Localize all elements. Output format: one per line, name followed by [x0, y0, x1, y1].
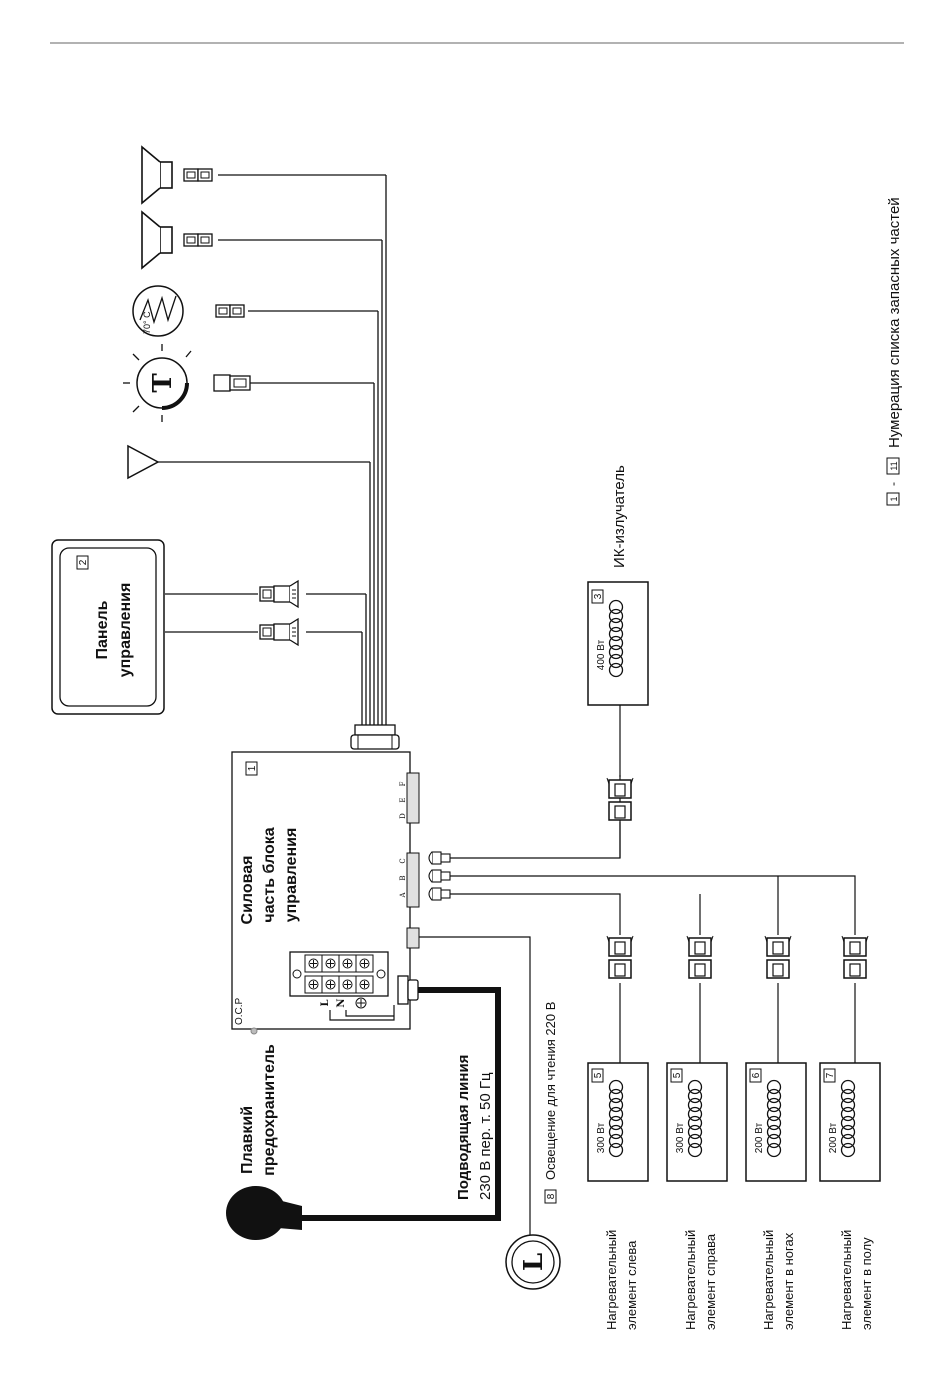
heater-label-line1: Нагревательный	[604, 1230, 619, 1330]
supply-label-line2: 230 В пер. т. 50 Гц	[477, 1072, 494, 1200]
cable-gland	[350, 724, 400, 750]
socket-letter-e: E	[399, 797, 407, 802]
heater-power: 300 Вт	[675, 1122, 686, 1153]
legend: 1 - 11 Нумерация списка запасных частей	[886, 197, 903, 506]
heater-label-line2: элемент справа	[703, 1233, 718, 1330]
heater-label-line1: Нагревательный	[839, 1230, 854, 1330]
reading-light-part-number: 8	[546, 1193, 557, 1199]
unit-part-number: 1	[247, 765, 258, 771]
connector-icon	[183, 168, 213, 182]
reading-light-label: Освещение для чтения 220 В	[543, 1002, 558, 1180]
heater-label-line2: элемент слева	[624, 1240, 639, 1330]
heater-part-number: 7	[825, 1072, 836, 1078]
socket-letter-d: D	[399, 813, 407, 819]
timer-letter: T	[148, 373, 178, 393]
heater-part-number: 5	[593, 1072, 604, 1078]
heater-power: 200 Вт	[754, 1122, 765, 1153]
heater-part-number: 6	[751, 1072, 762, 1078]
lamp-letter: L	[519, 1253, 549, 1271]
legend-to: 11	[889, 461, 899, 470]
heater-element-floor: 200 Вт 7	[819, 1062, 881, 1182]
wire-bundle	[158, 174, 387, 725]
heater-part-number: 5	[672, 1072, 683, 1078]
ground-icon	[355, 997, 367, 1009]
socket-letter-c: C	[399, 858, 407, 863]
legend-sep: -	[886, 482, 900, 486]
panel-part-number: 2	[78, 559, 89, 565]
heater-label-line1: Нагревательный	[683, 1230, 698, 1330]
socket-plug-icon	[428, 887, 451, 901]
fuse-label-line1: Плавкий	[239, 1106, 256, 1174]
antenna-icon	[127, 444, 160, 480]
heater-connector-icon	[841, 935, 869, 979]
socket-letter-f: F	[399, 781, 407, 786]
control-unit: 1 Силовая часть блока управления O.C.P	[231, 751, 420, 1035]
connector-icon	[183, 233, 213, 247]
heater-power: 300 Вт	[596, 1122, 607, 1153]
socket-plug-icon	[428, 851, 451, 865]
heater-connector-icon	[686, 935, 714, 979]
socket-letter-b: B	[399, 875, 407, 880]
fuse-dot	[250, 1027, 258, 1035]
legend-text: Нумерация списка запасных частей	[886, 197, 903, 448]
speaker-icon	[141, 146, 173, 204]
heater-element-left: 300 Вт 5	[587, 1062, 649, 1182]
supply-label-line1: Подводящая линия	[455, 1055, 472, 1200]
timer-icon: T	[123, 344, 192, 422]
panel-label-line1: Панель	[94, 600, 111, 659]
socket-plug-icon	[428, 869, 451, 883]
heater-label-line2: элемент в ногах	[781, 1232, 796, 1330]
terminal-block	[289, 951, 389, 997]
unit-label-line3: управления	[283, 828, 300, 923]
socket-letter-a: A	[399, 892, 407, 899]
heater-label-line2: элемент в полу	[859, 1237, 874, 1330]
ir-power: 400 Вт	[596, 639, 607, 670]
panel-label-line2: управления	[117, 583, 134, 678]
control-panel: 2 Панель управления	[51, 539, 165, 715]
heater-element-right: 300 Вт 5	[666, 1062, 728, 1182]
temperature-sensor-icon: 70° C	[132, 285, 184, 337]
ir-part-number: 3	[593, 593, 604, 599]
connector-icon	[213, 374, 251, 392]
ir-emitter: 400 Вт 3	[587, 581, 649, 706]
reading-light-part-box	[544, 1189, 557, 1204]
fuse-label-line2: предохранитель	[261, 1044, 278, 1176]
heater-label-line1: Нагревательный	[761, 1230, 776, 1330]
heater-element-feet: 200 Вт 6	[745, 1062, 807, 1182]
power-plug-icon	[226, 1186, 302, 1240]
cable-gland-supply	[397, 975, 419, 1005]
reading-lamp-icon: L	[505, 1234, 561, 1290]
unit-label-line2: часть блока	[261, 827, 278, 922]
heater-power: 200 Вт	[828, 1122, 839, 1153]
supply-cable	[300, 987, 501, 1221]
terminal-letter-n: N	[336, 998, 347, 1007]
temp-label: 70° C	[142, 311, 152, 334]
heater-connector-icon	[606, 935, 634, 979]
speaker-icon	[141, 211, 173, 269]
panel-connector-icon	[259, 618, 299, 646]
ir-emitter-label: ИК-излучатель	[611, 465, 628, 568]
unit-label-line1: Силовая	[239, 856, 256, 925]
connector-icon	[215, 304, 245, 318]
reading-light-wire	[419, 936, 531, 1235]
heater-connector-icon	[764, 935, 792, 979]
ocp-label: O.C.P	[234, 997, 245, 1025]
terminal-letter-l: L	[320, 999, 331, 1006]
legend-from: 1	[889, 496, 899, 501]
panel-connector-icon	[259, 580, 299, 608]
heater-wires	[450, 705, 856, 1063]
